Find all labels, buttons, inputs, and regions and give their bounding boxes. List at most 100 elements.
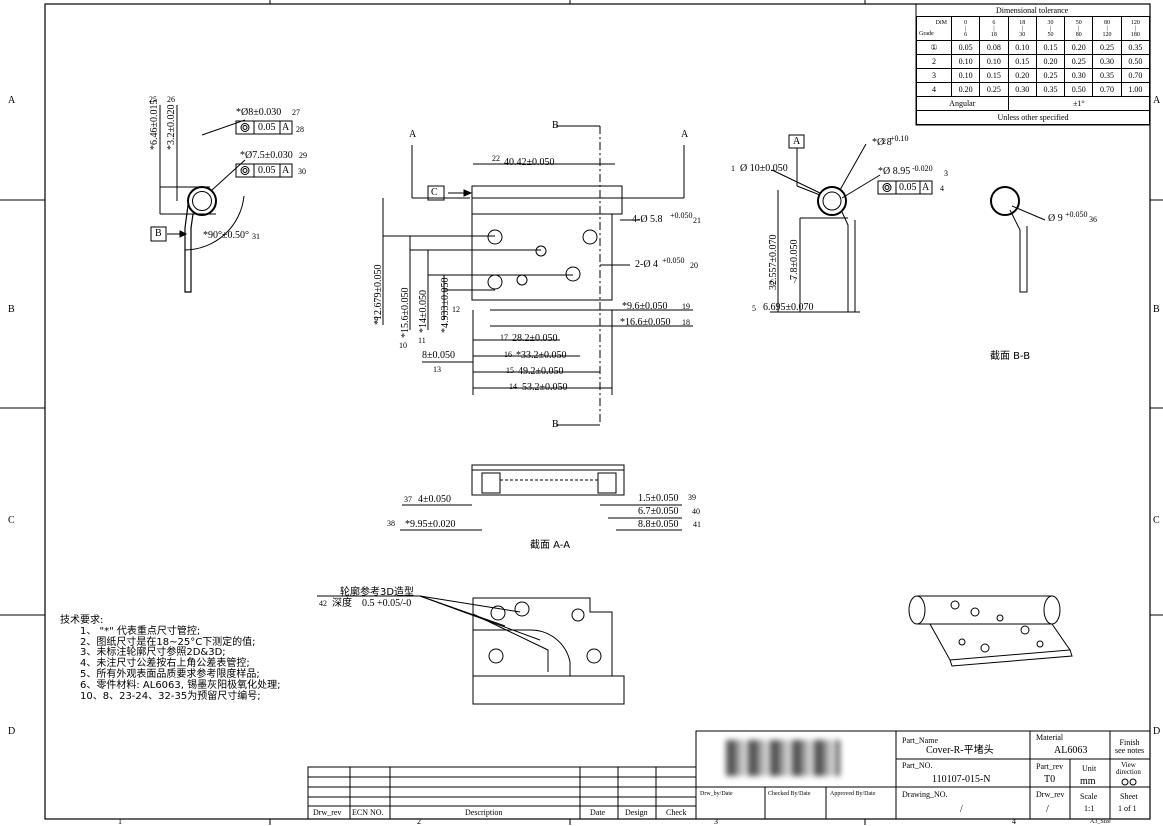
technical-notes: 技术要求: 1、 "*" 代表重点尺寸管控; 2、图纸尺寸是在18~25°C下测… xyxy=(60,615,281,702)
cut-b-top: B xyxy=(552,120,559,131)
dim-6-7: 6.7±0.050 xyxy=(638,506,679,517)
balloon-3: 3 xyxy=(944,169,948,178)
notes-title: 技术要求: xyxy=(60,615,104,626)
cut-b-bottom: B xyxy=(552,419,559,430)
tolerance-corner-cell: DiM Grade xyxy=(916,16,952,41)
balloon-31: 31 xyxy=(252,232,260,241)
grade-cell: ① xyxy=(916,40,952,55)
dim-9-95: *9.95±0.020 xyxy=(405,519,456,530)
dim-28-2: 28.2±0.050 xyxy=(512,333,558,344)
approved-by-label: Approved By/Date xyxy=(830,791,876,797)
range-3: 30 | 50 xyxy=(1035,16,1066,41)
checked-by-label: Checked By/Date xyxy=(768,791,811,797)
view-direction-label: View direction xyxy=(1116,761,1141,776)
tolerance-cell: 0.25 xyxy=(1064,54,1094,69)
balloon-38: 38 xyxy=(387,519,395,528)
grade-label: Grade xyxy=(919,31,934,37)
balloon-5: 5 xyxy=(752,304,756,313)
balloon-4: 4 xyxy=(940,184,944,193)
company-logo xyxy=(726,740,840,776)
tolerance-cell: 0.10 xyxy=(979,54,1009,69)
balloon-6: 6 xyxy=(770,278,774,287)
sheet-label: Sheet xyxy=(1120,792,1138,801)
tolerance-table-title: Dimensional tolerance xyxy=(996,6,1069,15)
concentricity-datum-2: A xyxy=(282,165,290,176)
range-4: 50 | 80 xyxy=(1064,16,1094,41)
note-line: 1、 "*" 代表重点尺寸管控; xyxy=(80,625,201,637)
tolerance-row: 2 0.10 0.10 0.15 0.20 0.25 0.30 0.50 xyxy=(916,54,1151,69)
tolerance-cell: 0.35 xyxy=(1092,68,1122,83)
balloon-36: 36 xyxy=(1089,215,1097,224)
zone-label-d-right: D xyxy=(1153,726,1161,737)
sheet-size: A3_Size xyxy=(1090,819,1111,825)
balloon-19: 19 xyxy=(682,302,690,311)
zone-label-2: 2 xyxy=(417,817,421,826)
scale-value: 1:1 xyxy=(1084,804,1095,813)
dim-4-933: *4.933±0.050 xyxy=(440,277,451,334)
contour-note: 轮廓参考3D造型 xyxy=(340,587,415,598)
zone-label-b-left: B xyxy=(8,304,15,315)
grade-cell: 3 xyxy=(916,68,952,83)
balloon-14: 14 xyxy=(509,382,517,391)
dim-8-8: 8.8±0.050 xyxy=(638,519,679,530)
rev-header-design: Design xyxy=(625,808,648,817)
concentricity-value-1: 0.05 xyxy=(258,122,276,133)
balloon-28: 28 xyxy=(296,125,304,134)
zone-label-a-right: A xyxy=(1153,95,1161,106)
zone-label-c-left: C xyxy=(8,515,15,526)
grade-cell: 2 xyxy=(916,54,952,69)
tolerance-cell: 0.05 xyxy=(950,40,981,55)
tolerance-row: 4 0.20 0.25 0.30 0.35 0.50 0.70 1.00 xyxy=(916,82,1151,97)
range-5: 80 | 120 xyxy=(1092,16,1122,41)
tolerance-cell: 0.08 xyxy=(979,40,1009,55)
balloon-37: 37 xyxy=(404,495,412,504)
datum-c-label: C xyxy=(431,187,438,198)
datum-b-label: B xyxy=(155,228,162,239)
tolerance-cell: 0.70 xyxy=(1120,68,1151,83)
tolerance-table: DiM Grade 0 | 6 6 | 18 18 | 30 30 | 50 5… xyxy=(916,16,1151,125)
dim-label: DiM xyxy=(935,20,947,26)
balloon-2: 2 xyxy=(882,137,886,146)
tolerance-cell: 0.20 xyxy=(1035,54,1066,69)
grade-cell: 4 xyxy=(916,82,952,97)
dim-6-695: 6.695±0.070 xyxy=(763,302,814,313)
section-aa-view xyxy=(400,464,682,531)
dim-dia-9: Ø 9 xyxy=(1048,213,1063,224)
concentricity-value-3: 0.05 xyxy=(899,182,917,193)
balloon-40: 40 xyxy=(692,507,700,516)
dim-15-6: *15.6±0.050 xyxy=(400,287,411,339)
note-line: 4、未注尺寸公差按右上角公差表管控; xyxy=(80,658,250,670)
tolerance-cell: 0.15 xyxy=(979,68,1009,83)
material-label: Material xyxy=(1036,733,1064,742)
balloon-13: 13 xyxy=(433,365,441,374)
balloon-17: 17 xyxy=(500,333,508,342)
tolerance-cell: 0.25 xyxy=(1092,40,1122,55)
tolerance-cell: 0.50 xyxy=(1064,82,1094,97)
tolerance-cell: 0.15 xyxy=(1035,40,1066,55)
rev-header-check: Check xyxy=(666,808,687,817)
balloon-9: 9 xyxy=(374,315,378,324)
dim-49-2: 49.2±0.050 xyxy=(518,366,564,377)
range-0: 0 | 6 xyxy=(950,16,981,41)
balloon-10: 10 xyxy=(399,341,407,350)
dim-40-42: 40.42±0.050 xyxy=(504,157,555,168)
depth-label: 深度 xyxy=(332,598,352,609)
zone-label-b-right: B xyxy=(1153,304,1160,315)
finish-note: Finish see notes xyxy=(1115,738,1145,755)
balloon-12: 12 xyxy=(452,305,460,314)
main-front-view xyxy=(382,125,693,426)
part-no-value: 110107-015-N xyxy=(932,774,991,785)
dim-33-2: *33.2±0.050 xyxy=(516,350,567,361)
balloon-22: 22 xyxy=(492,154,500,163)
left-hinge-view xyxy=(150,105,293,293)
drawn-by-label: Drw_by/Date xyxy=(700,791,733,797)
unit-value: mm xyxy=(1080,776,1096,787)
cut-a-left: A xyxy=(409,129,417,140)
balloon-39: 39 xyxy=(688,493,696,502)
tolerance-cell: 0.10 xyxy=(1007,40,1037,55)
drawing-no-label: Drawing_NO. xyxy=(902,790,948,799)
tolerance-cell: 1.00 xyxy=(1120,82,1151,97)
tolerance-footer: Unless other specified xyxy=(916,110,1150,125)
zone-label-3: 3 xyxy=(714,817,718,826)
